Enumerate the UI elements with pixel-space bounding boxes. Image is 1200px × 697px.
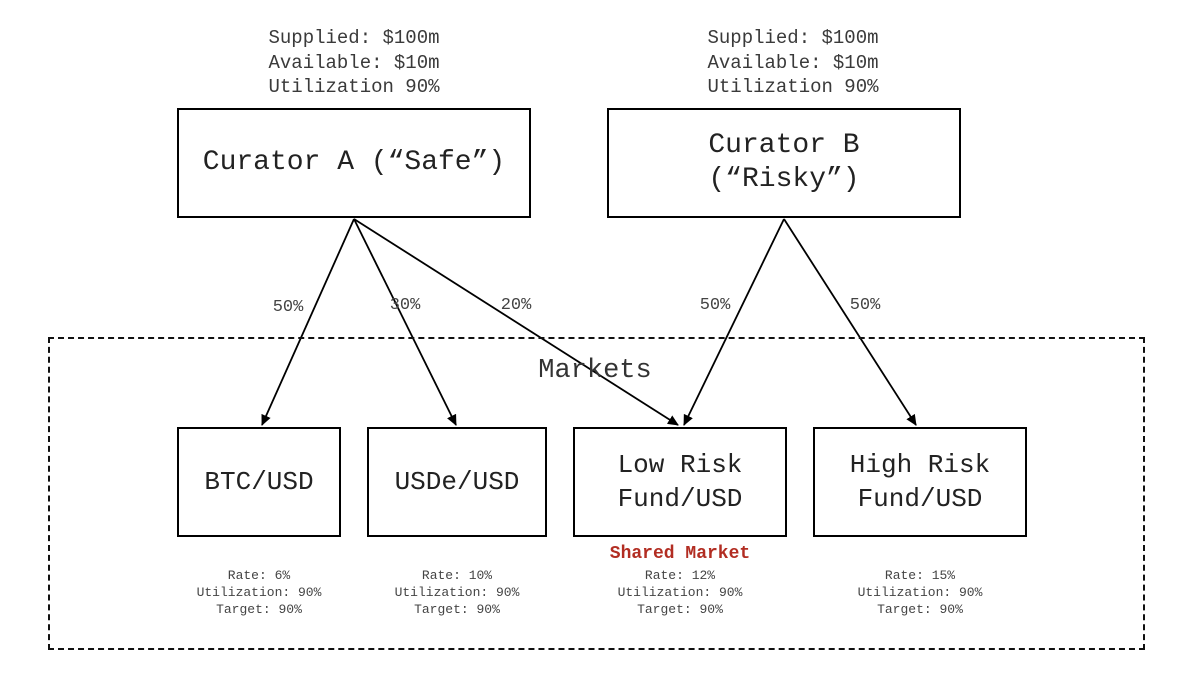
allocation-b-lowrisk: 50% [699, 296, 731, 315]
arrow-a-lowrisk [353, 218, 679, 426]
arrow-b-highrisk [783, 218, 917, 426]
arrow-a-btc [261, 218, 355, 426]
curator-a-stats: Supplied: $100m Available: $10m Utilizat… [268, 27, 440, 98]
market-name: USDe/USD [394, 467, 520, 497]
market-usde-usd-stats: Rate: 10% Utilization: 90% Target: 90% [394, 568, 520, 617]
market-high-risk-stats: Rate: 15% Utilization: 90% Target: 90% [857, 568, 983, 617]
allocation-a-usde: 30% [389, 296, 421, 315]
allocation-b-highrisk: 50% [849, 296, 881, 315]
market-btc-usd: BTC/USD [177, 427, 341, 537]
curator-b-box: Curator B (“Risky”) [607, 108, 961, 218]
market-low-risk-fund-usd: Low Risk Fund/USD [573, 427, 787, 537]
arrow-b-lowrisk [683, 218, 785, 426]
markets-group [48, 337, 1145, 650]
allocation-a-btc: 50% [272, 298, 304, 317]
allocation-a-lowrisk: 20% [500, 296, 532, 315]
market-btc-usd-stats: Rate: 6% Utilization: 90% Target: 90% [196, 568, 322, 617]
curator-a-name: Curator A (“Safe”) [202, 147, 506, 178]
market-high-risk-fund-usd: High Risk Fund/USD [813, 427, 1027, 537]
arrow-a-usde [353, 218, 457, 426]
markets-title: Markets [538, 356, 652, 386]
curator-b-name: Curator B (“Risky”) [708, 130, 860, 195]
market-name: Low Risk Fund/USD [617, 450, 743, 514]
market-name: High Risk Fund/USD [849, 450, 991, 514]
curator-a-box: Curator A (“Safe”) [177, 108, 531, 218]
market-name: BTC/USD [204, 467, 314, 497]
curator-b-stats: Supplied: $100m Available: $10m Utilizat… [707, 27, 879, 98]
shared-market-label: Shared Market [609, 544, 751, 564]
market-low-risk-stats: Rate: 12% Utilization: 90% Target: 90% [617, 568, 743, 617]
market-usde-usd: USDe/USD [367, 427, 547, 537]
